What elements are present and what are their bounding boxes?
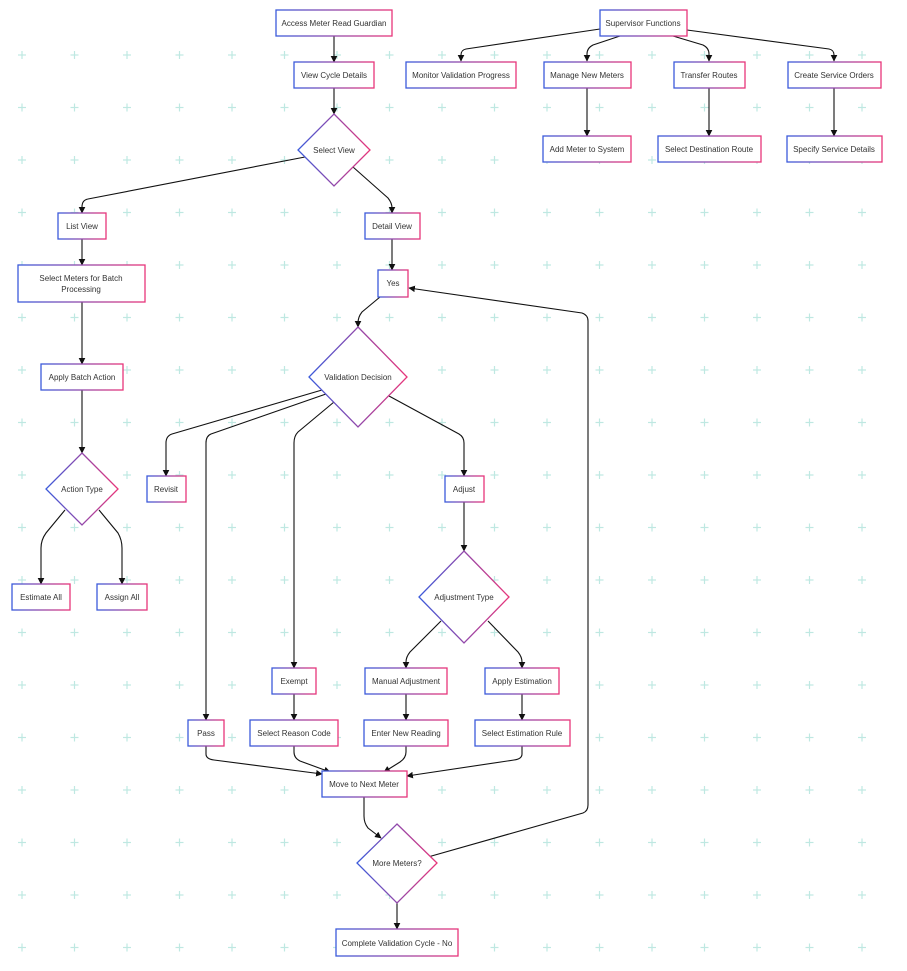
node-label: Validation Decision	[324, 373, 391, 382]
node-apply-estimation[interactable]: Apply Estimation	[484, 667, 560, 695]
node-label: Apply Batch Action	[49, 373, 116, 382]
node-label: Complete Validation Cycle - No	[342, 939, 453, 948]
node-label: More Meters?	[372, 859, 422, 868]
edge-estimation-rule-to-move-next	[406, 746, 523, 779]
node-label-line1: Select Meters for Batch	[39, 274, 122, 283]
node-action-type-decision[interactable]: Action Type	[45, 452, 119, 526]
node-estimate-all[interactable]: Estimate All	[11, 583, 71, 611]
node-pass[interactable]: Pass	[187, 719, 225, 747]
node-exempt[interactable]: Exempt	[271, 667, 317, 695]
node-supervisor-functions[interactable]: Supervisor Functions	[599, 9, 688, 37]
node-access-meter-read-guardian[interactable]: Access Meter Read Guardian	[275, 9, 393, 37]
edge-adjustment-type-to-apply-estimation	[487, 620, 526, 669]
edge-validation-to-pass	[202, 393, 327, 721]
node-select-destination-route[interactable]: Select Destination Route	[657, 135, 762, 163]
node-adjust[interactable]: Adjust	[444, 475, 485, 503]
node-specify-service-details[interactable]: Specify Service Details	[786, 135, 883, 163]
node-list-view[interactable]: List View	[57, 212, 107, 240]
node-label: Access Meter Read Guardian	[282, 19, 387, 28]
edge-validation-to-exempt	[290, 401, 335, 669]
node-label: Estimate All	[20, 593, 62, 602]
node-label: Detail View	[372, 222, 412, 231]
node-label: Select Destination Route	[665, 145, 754, 154]
node-label: Supervisor Functions	[605, 19, 680, 28]
node-label: Create Service Orders	[794, 71, 874, 80]
edge-adjustment-type-to-manual	[402, 620, 442, 669]
node-label: Select Reason Code	[257, 729, 331, 738]
edge-more-meters-to-yes-loop	[408, 285, 589, 858]
edge-reason-code-to-move-next	[293, 746, 331, 774]
node-select-view-decision[interactable]: Select View	[297, 113, 371, 187]
edge-action-type-to-estimate-all	[37, 509, 66, 585]
node-label: Add Meter to System	[550, 145, 625, 154]
node-adjustment-type-decision[interactable]: Adjustment Type	[418, 550, 510, 644]
edge-select-view-to-list-view	[78, 156, 306, 214]
node-label: Pass	[197, 729, 215, 738]
node-select-meters-batch[interactable]: Select Meters for Batch Processing	[17, 264, 146, 303]
node-monitor-validation-progress[interactable]: Monitor Validation Progress	[405, 61, 517, 89]
edge-select-view-to-detail-view	[352, 166, 396, 214]
node-label: View Cycle Details	[301, 71, 367, 80]
node-detail-view[interactable]: Detail View	[364, 212, 421, 240]
node-label: Monitor Validation Progress	[412, 71, 510, 80]
node-label: Adjust	[453, 485, 476, 494]
node-label-line2: Processing	[61, 285, 101, 294]
node-label: List View	[66, 222, 98, 231]
node-label: Revisit	[154, 485, 179, 494]
node-validation-decision[interactable]: Validation Decision	[308, 326, 408, 428]
node-yes[interactable]: Yes	[377, 269, 409, 298]
node-view-cycle-details[interactable]: View Cycle Details	[293, 61, 375, 89]
node-label: Move to Next Meter	[329, 780, 399, 789]
node-revisit[interactable]: Revisit	[146, 475, 187, 503]
node-label: Specify Service Details	[793, 145, 875, 154]
node-more-meters-decision[interactable]: More Meters?	[356, 823, 438, 904]
edge-yes-to-validation	[354, 296, 381, 328]
node-select-estimation-rule[interactable]: Select Estimation Rule	[474, 719, 571, 747]
node-transfer-routes[interactable]: Transfer Routes	[673, 61, 746, 89]
node-label: Select Estimation Rule	[482, 729, 563, 738]
node-manual-adjustment[interactable]: Manual Adjustment	[364, 667, 448, 695]
node-label: Enter New Reading	[371, 729, 440, 738]
node-label: Apply Estimation	[492, 677, 552, 686]
node-create-service-orders[interactable]: Create Service Orders	[787, 61, 882, 89]
edges	[37, 28, 838, 930]
node-add-meter-to-system[interactable]: Add Meter to System	[542, 135, 632, 163]
edge-enter-reading-to-move-next	[383, 746, 407, 773]
node-label: Yes	[386, 279, 399, 288]
node-label: Adjustment Type	[434, 593, 494, 602]
nodes: Access Meter Read Guardian View Cycle De…	[11, 9, 883, 957]
edge-pass-to-move-next	[205, 746, 323, 777]
edge-supervisor-to-create-orders	[686, 29, 838, 62]
node-label: Transfer Routes	[680, 71, 737, 80]
node-label: Assign All	[105, 593, 140, 602]
node-assign-all[interactable]: Assign All	[96, 583, 148, 611]
edge-validation-to-adjust	[388, 395, 468, 477]
node-label: Manual Adjustment	[372, 677, 441, 686]
node-label: Manage New Meters	[550, 71, 624, 80]
node-manage-new-meters[interactable]: Manage New Meters	[543, 61, 632, 89]
node-label: Action Type	[61, 485, 103, 494]
node-select-reason-code[interactable]: Select Reason Code	[249, 719, 339, 747]
node-apply-batch-action[interactable]: Apply Batch Action	[40, 363, 124, 391]
edge-supervisor-to-transfer	[672, 35, 713, 62]
node-label: Exempt	[280, 677, 308, 686]
node-label: Select View	[313, 146, 355, 155]
edge-move-next-to-more-meters	[363, 797, 382, 839]
node-complete-validation-cycle[interactable]: Complete Validation Cycle - No	[335, 928, 459, 957]
edge-supervisor-to-manage-meters	[583, 35, 621, 62]
edge-validation-to-revisit	[162, 389, 323, 477]
edge-supervisor-to-monitor	[457, 28, 601, 62]
node-move-to-next-meter[interactable]: Move to Next Meter	[321, 770, 408, 798]
edge-action-type-to-assign-all	[98, 509, 126, 585]
node-enter-new-reading[interactable]: Enter New Reading	[363, 719, 449, 747]
